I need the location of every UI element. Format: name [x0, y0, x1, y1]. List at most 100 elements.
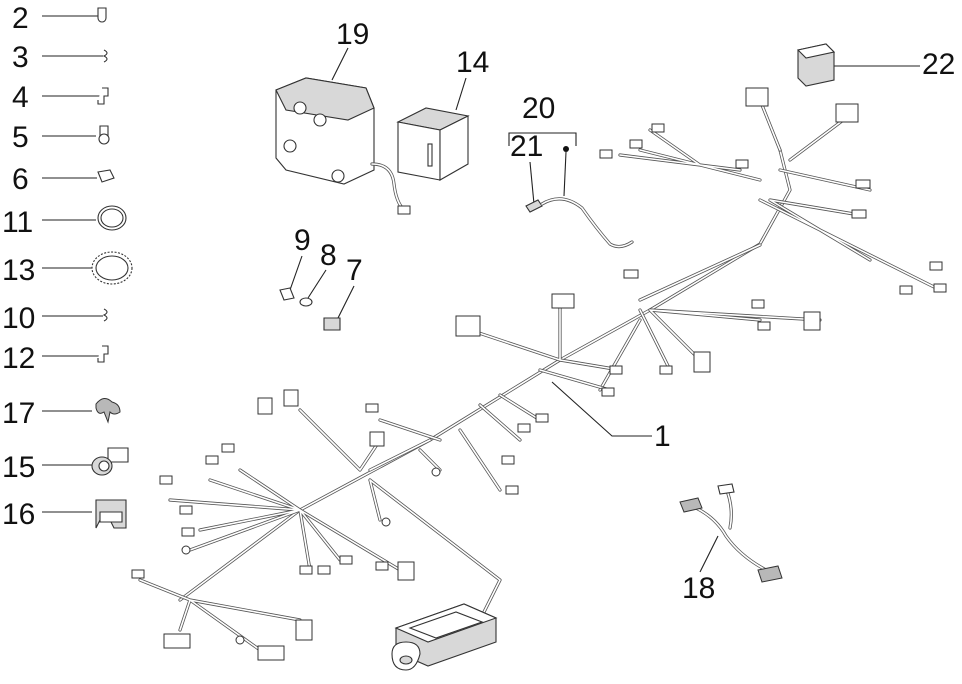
control-unit-hole-a	[293, 101, 307, 115]
harness-terminal-w	[159, 475, 173, 485]
harness-connector-k	[163, 633, 191, 649]
harness-terminal-j	[623, 269, 639, 279]
sub-harness-connector-c	[757, 565, 783, 583]
grommet-hole-15	[98, 460, 110, 472]
nut-clip-part-7	[323, 317, 341, 331]
callout-15: 15	[2, 451, 35, 484]
harness-terminal-n	[609, 365, 623, 375]
callout-6: 6	[12, 163, 29, 196]
harness-terminal-y	[181, 527, 195, 537]
cable-clip-part-2	[97, 7, 107, 23]
harness-ring-terminal-a	[431, 467, 441, 477]
callout-20: 20	[522, 92, 555, 125]
harness-trunk-core	[179, 149, 791, 601]
sensor-group-20-21: 20 21	[508, 92, 634, 249]
harness-terminal-f	[629, 139, 643, 149]
leader-line-9	[289, 255, 303, 291]
relay-box-front-14	[397, 121, 441, 181]
control-unit-hole-c	[283, 139, 297, 153]
control-unit-hole-d	[331, 169, 345, 183]
harness-ring-terminal-c	[381, 517, 391, 527]
callout-17: 17	[2, 397, 35, 430]
callout-8: 8	[320, 239, 337, 272]
harness-terminal-q	[517, 423, 531, 433]
sensor-lead-core-20	[541, 198, 633, 248]
washer-part-8	[299, 297, 313, 307]
bracket-line-20	[508, 132, 577, 146]
callout-2: 2	[12, 2, 29, 35]
module-group-22: 22	[796, 43, 955, 87]
callout-3: 3	[12, 41, 29, 74]
callout-9: 9	[294, 224, 311, 257]
control-unit-group-19: 19	[275, 18, 411, 215]
harness-terminal-m	[659, 365, 673, 375]
harness-terminal-s	[505, 485, 519, 495]
callout-19: 19	[336, 18, 369, 51]
sub-harness-group-18: 18	[679, 483, 783, 605]
harness-branches-lower-core	[139, 409, 501, 651]
callout-14: 14	[456, 46, 489, 79]
harness-connector-m	[295, 619, 313, 641]
callout-10: 10	[2, 302, 35, 335]
relay-box-side-14	[439, 115, 469, 181]
module-top-22	[796, 43, 836, 59]
harness-connector-j	[397, 561, 415, 581]
leader-line-8	[307, 269, 327, 299]
sensor-tip-part-21	[525, 199, 543, 213]
harness-terminal-z	[299, 565, 313, 575]
harness-terminal-e	[899, 285, 913, 295]
ring-clip-eye-5	[98, 133, 110, 145]
harness-connector-g	[257, 397, 273, 415]
relay-box-group-14: 14	[396, 46, 489, 181]
callout-5: 5	[12, 121, 29, 154]
harness-terminal-aa	[317, 565, 331, 575]
harness-module-mount-hole	[399, 655, 413, 665]
callout-7: 7	[346, 254, 363, 287]
harness-trunk	[178, 148, 792, 602]
leader-line-20	[563, 151, 567, 197]
harness-connector-b	[835, 103, 859, 123]
callout-16: 16	[2, 498, 35, 531]
fastener-group-7-8-9: 9 8 7	[279, 224, 363, 331]
main-wiring-harness-1: 1	[131, 87, 947, 671]
spring-clip-part-3	[102, 49, 108, 63]
harness-branches-middle	[368, 298, 622, 492]
control-unit-cable-core	[371, 163, 405, 211]
sub-harness-wires	[694, 486, 768, 572]
callout-4: 4	[12, 81, 29, 114]
control-unit-plug	[397, 205, 411, 215]
harness-connector-i	[369, 431, 385, 447]
harness-terminal-x	[179, 505, 193, 515]
harness-ring-terminal-d	[235, 635, 245, 645]
holder-slot-16	[99, 511, 123, 523]
callout-22: 22	[922, 48, 955, 81]
callout-21: 21	[510, 130, 543, 163]
harness-terminal-i	[735, 159, 749, 169]
mounting-bracket-part-15	[107, 447, 129, 463]
callout-12: 12	[2, 342, 35, 375]
harness-connector-d	[551, 293, 575, 309]
leader-line-1	[551, 381, 652, 437]
harness-terminal-ad	[131, 569, 145, 579]
harness-connector-l	[257, 645, 285, 661]
relay-box-slot-14	[427, 143, 433, 167]
bullet-dot-20	[563, 146, 569, 152]
leader-line-19	[331, 47, 349, 81]
leader-line-14	[455, 77, 467, 111]
leader-line-18	[699, 535, 719, 573]
harness-branches-upper-core	[599, 99, 941, 391]
leader-line-7	[337, 285, 355, 319]
harness-terminal-u	[221, 443, 235, 453]
harness-connector-h	[283, 389, 299, 407]
left-parts-column: 2 3 4 5 6 11 13 10 12	[2, 2, 133, 531]
harness-branches-upper	[598, 98, 942, 392]
harness-terminal-t	[365, 403, 379, 413]
harness-terminal-ac	[375, 561, 389, 571]
harness-connector-a	[745, 87, 769, 107]
harness-module-panel	[408, 611, 484, 639]
push-clip-part-17	[95, 398, 121, 424]
screw-part-9	[279, 287, 295, 301]
harness-terminal-r	[501, 455, 515, 465]
